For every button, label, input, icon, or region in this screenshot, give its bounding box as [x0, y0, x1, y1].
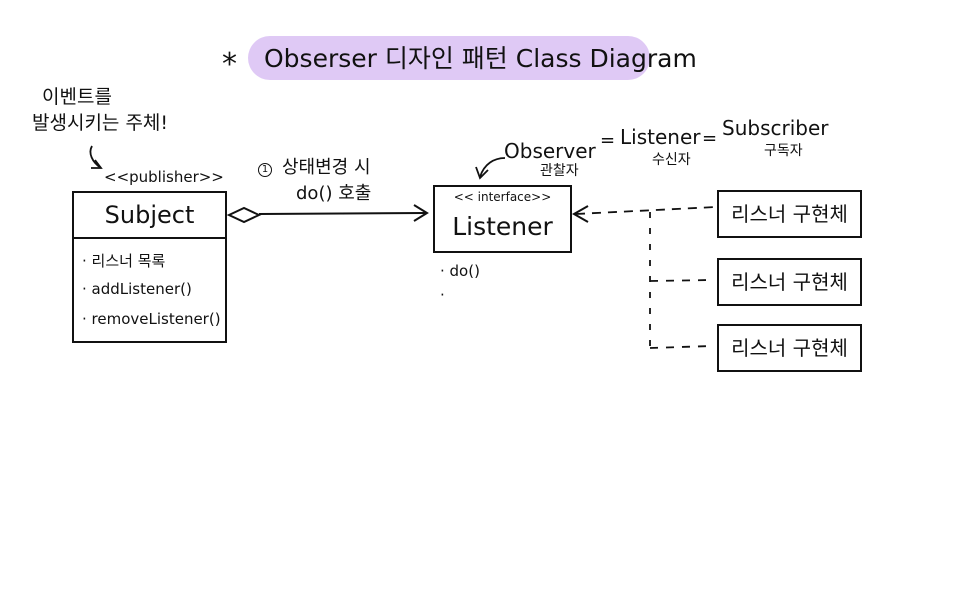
alias-subscriber-ko: 구독자 — [764, 143, 803, 159]
listener-interface-box: << interface>> Listener — [433, 185, 572, 253]
association-label-line-2: do() 호출 — [296, 183, 372, 204]
step-number-badge: 1 — [258, 163, 272, 177]
note-arrowhead-icon — [91, 159, 103, 169]
aggregation-diamond — [226, 206, 262, 224]
listener-impl-box-3: 리스너 구현체 — [717, 324, 862, 372]
association-line — [258, 212, 427, 215]
subject-member-2: · addListener() — [82, 280, 192, 298]
listener-stereotype: << interface>> — [453, 190, 552, 204]
listener-method-2: · — [440, 286, 445, 304]
association-arrowhead — [413, 204, 429, 222]
note-line-1: 이벤트를 — [42, 86, 112, 108]
subject-stereotype: <<publisher>> — [104, 168, 224, 186]
realization-arrowhead — [571, 205, 589, 223]
realization-main-line — [575, 206, 717, 215]
alias-observer: Observer — [504, 139, 596, 163]
alias-arrowhead-icon — [475, 166, 489, 180]
subject-member-1: · 리스너 목록 — [82, 252, 166, 270]
realization-branch-3 — [649, 345, 712, 349]
alias-equals-2: = — [702, 128, 718, 149]
subject-member-3: · removeListener() — [82, 310, 221, 328]
listener-impl-box-2: 리스너 구현체 — [717, 258, 862, 306]
subject-class-box: Subject · 리스너 목록 · addListener() · remov… — [72, 191, 227, 343]
alias-listener-ko: 수신자 — [652, 152, 691, 168]
alias-equals-1: = — [600, 130, 616, 151]
note-line-2: 발생시키는 주체! — [32, 112, 169, 134]
listener-class-name: Listener — [452, 212, 553, 241]
title-star-icon: * — [222, 47, 237, 82]
alias-arrow-icon — [479, 157, 506, 178]
diagram-title: Obserser 디자인 패턴 Class Diagram — [264, 44, 697, 73]
alias-subscriber: Subscriber — [722, 116, 829, 140]
association-label-line-1: 상태변경 시 — [282, 157, 371, 178]
subject-class-name: Subject — [74, 193, 225, 239]
listener-method-1: · do() — [440, 262, 480, 280]
realization-branch-2 — [649, 279, 712, 282]
alias-listener: Listener — [620, 125, 701, 149]
listener-impl-box-1: 리스너 구현체 — [717, 190, 862, 238]
alias-observer-ko: 관찰자 — [540, 163, 579, 179]
title-highlight — [248, 36, 650, 80]
